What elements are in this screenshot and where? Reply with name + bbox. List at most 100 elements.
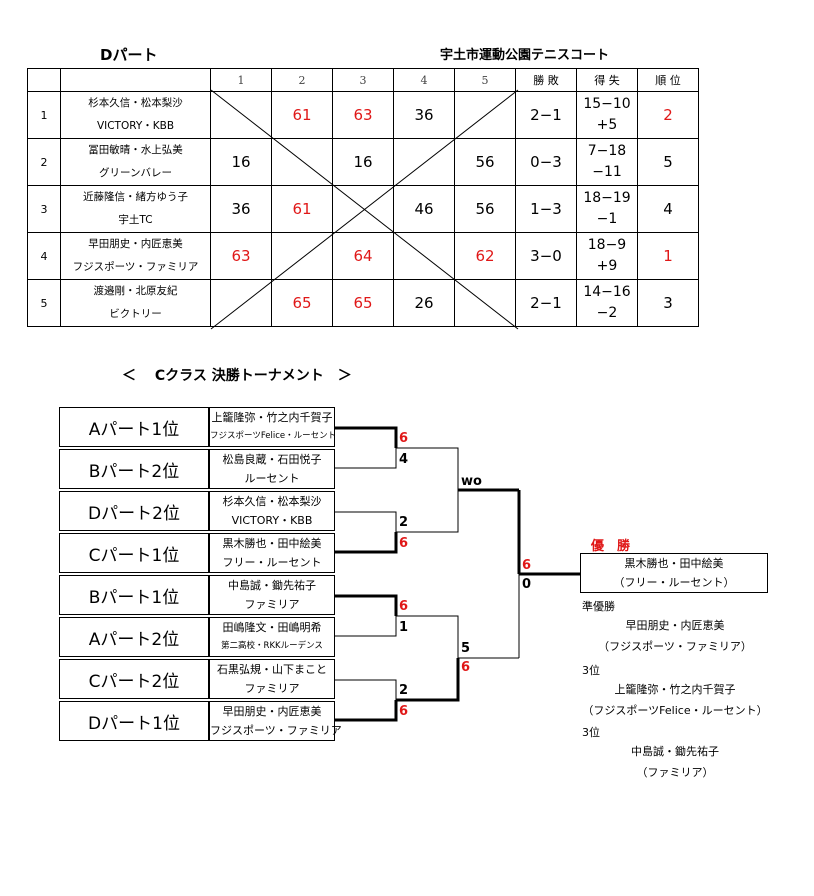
bracket-score: 6 (522, 558, 532, 573)
entry-team: ファミリア (244, 598, 300, 611)
points-cell: 7−18 −11 (576, 138, 638, 186)
points-cell: 14−16 −2 (576, 279, 638, 327)
entry-players: 中島誠・鋤先祐子 (228, 579, 316, 592)
entry-box: 田嶋隆文・田嶋明希第二高校・RKKルーデンス (209, 617, 335, 657)
bracket-score: 6 (461, 660, 471, 675)
bracket-score: 2 (399, 683, 409, 698)
player-team: フジスポーツ・ファミリア (72, 261, 199, 273)
entry-players: 松島良蔵・石田悦子 (222, 453, 322, 466)
seed-part-label: Dパート2位 (59, 491, 209, 531)
runner-up-team: （フジスポーツ・ファミリア） (598, 640, 752, 653)
entry-box: 黒木勝也・田中絵美フリー・ルーセント (209, 533, 335, 573)
player-pair: 近藤隆信・緒方ゆう子 (83, 191, 188, 203)
bracket-score: 4 (399, 452, 409, 467)
third-names-1: 上籠隆弥・竹之内千賀子 (614, 683, 736, 696)
bracket-score: 1 (399, 620, 409, 635)
points-ratio: 18−9 (587, 237, 627, 253)
venue-label: 宇土市運動公園テニスコート (440, 48, 610, 63)
table-header-row: 1 2 3 4 5 勝 敗 得 失 順 位 (27, 68, 699, 92)
bracket-score: 6 (399, 536, 409, 551)
seed-part-label: Cパート1位 (59, 533, 209, 573)
entry-box: 松島良蔵・石田悦子ルーセント (209, 449, 335, 489)
runner-up-names: 早田朋史・内匠恵美 (625, 619, 725, 632)
third-label-1: 3位 (582, 664, 600, 677)
points-ratio: 18−19 (583, 190, 631, 206)
seed-part-label: Aパート1位 (59, 407, 209, 447)
entry-players: 黒木勝也・田中絵美 (222, 537, 322, 550)
bracket-score: wo (461, 474, 482, 489)
points-diff: +9 (596, 258, 618, 274)
win-loss-cell: 2−1 (515, 279, 577, 327)
points-diff: +5 (596, 117, 618, 133)
seed-part-label: Aパート2位 (59, 617, 209, 657)
entry-players: 早田朋史・内匠恵美 (222, 705, 322, 718)
entry-team: フリー・ルーセント (222, 556, 322, 569)
row-index: 5 (27, 279, 61, 327)
bracket-score: 6 (399, 599, 409, 614)
player-pair: 渡邉剛・北原友紀 (93, 285, 178, 297)
entry-team: ルーセント (244, 472, 300, 485)
champion-names: 黒木勝也・田中絵美 (624, 557, 724, 570)
tournament-title: ＜ Cクラス 決勝トーナメント ＞ (122, 368, 352, 384)
entry-box: 石黒弘規・山下まことファミリア (209, 659, 335, 699)
bracket-score: 5 (461, 641, 471, 656)
third-team-1: （フジスポーツFelice・ルーセント） (582, 704, 768, 717)
points-diff: −2 (596, 305, 618, 321)
player-pair: 冨田敏晴・水上弘美 (88, 144, 183, 156)
third-label-2: 3位 (582, 726, 600, 739)
bracket-score: 6 (399, 431, 409, 446)
points-diff: −11 (592, 164, 622, 180)
entry-team: フジスポーツFelice・ルーセント (210, 431, 337, 441)
col-header: 勝 敗 (515, 68, 577, 92)
entry-team: 第二高校・RKKルーデンス (221, 641, 323, 651)
player-team: グリーンバレー (99, 167, 172, 179)
row-index: 2 (27, 138, 61, 186)
seed-part-label: Bパート2位 (59, 449, 209, 489)
entry-box: 中島誠・鋤先祐子ファミリア (209, 575, 335, 615)
player-names: 杉本久信・松本梨沙 VICTORY・KBB (60, 91, 211, 139)
points-ratio: 15−10 (583, 96, 631, 112)
points-ratio: 14−16 (583, 284, 631, 300)
champion-box: 黒木勝也・田中絵美 （フリー・ルーセント） (580, 553, 768, 593)
points-cell: 15−10 +5 (576, 91, 638, 139)
rank-cell: 3 (637, 279, 699, 327)
bracket-score: 6 (399, 704, 409, 719)
entry-box: 早田朋史・内匠恵美フジスポーツ・ファミリア (209, 701, 342, 741)
entry-players: 石黒弘規・山下まこと (217, 663, 327, 676)
points-diff: −1 (596, 211, 618, 227)
win-loss-cell: 2−1 (515, 91, 577, 139)
third-names-2: 中島誠・鋤先祐子 (631, 745, 719, 758)
player-pair: 早田朋史・内匠恵美 (88, 238, 183, 250)
seed-part-label: Cパート2位 (59, 659, 209, 699)
champion-team: （フリー・ルーセント） (613, 576, 735, 589)
entry-players: 田嶋隆文・田嶋明希 (222, 621, 322, 634)
player-team: ビクトリー (109, 308, 162, 320)
entry-team: ファミリア (244, 682, 300, 695)
entry-box: 上籠隆弥・竹之内千賀子フジスポーツFelice・ルーセント (209, 407, 337, 447)
bracket-score: 0 (522, 577, 532, 592)
player-names: 渡邉剛・北原友紀ビクトリー (60, 279, 211, 327)
player-names: 冨田敏晴・水上弘美グリーンバレー (60, 138, 211, 186)
entry-players: 上籠隆弥・竹之内千賀子 (211, 411, 333, 424)
rank-cell: 5 (637, 138, 699, 186)
entry-players: 杉本久信・松本梨沙 (222, 495, 322, 508)
entry-team: VICTORY・KBB (231, 514, 313, 527)
row-index: 4 (27, 232, 61, 280)
win-loss-cell: 1−3 (515, 185, 577, 233)
player-pair: 杉本久信・松本梨沙 (88, 97, 183, 109)
player-team: VICTORY・KBB (96, 120, 175, 132)
col-header: 5 (454, 68, 516, 92)
seed-part-label: Dパート1位 (59, 701, 209, 741)
runner-up-label: 準優勝 (582, 600, 615, 613)
col-header: 得 失 (576, 68, 638, 92)
third-team-2: （ファミリア） (636, 766, 714, 779)
seed-part-label: Bパート1位 (59, 575, 209, 615)
points-ratio: 7−18 (587, 143, 627, 159)
win-loss-cell: 0−3 (515, 138, 577, 186)
col-header: 4 (393, 68, 455, 92)
rank-cell: 2 (637, 91, 699, 139)
player-team: 宇土TC (118, 214, 153, 226)
bracket-score: 2 (399, 515, 409, 530)
part-title: Dパート (100, 46, 158, 64)
